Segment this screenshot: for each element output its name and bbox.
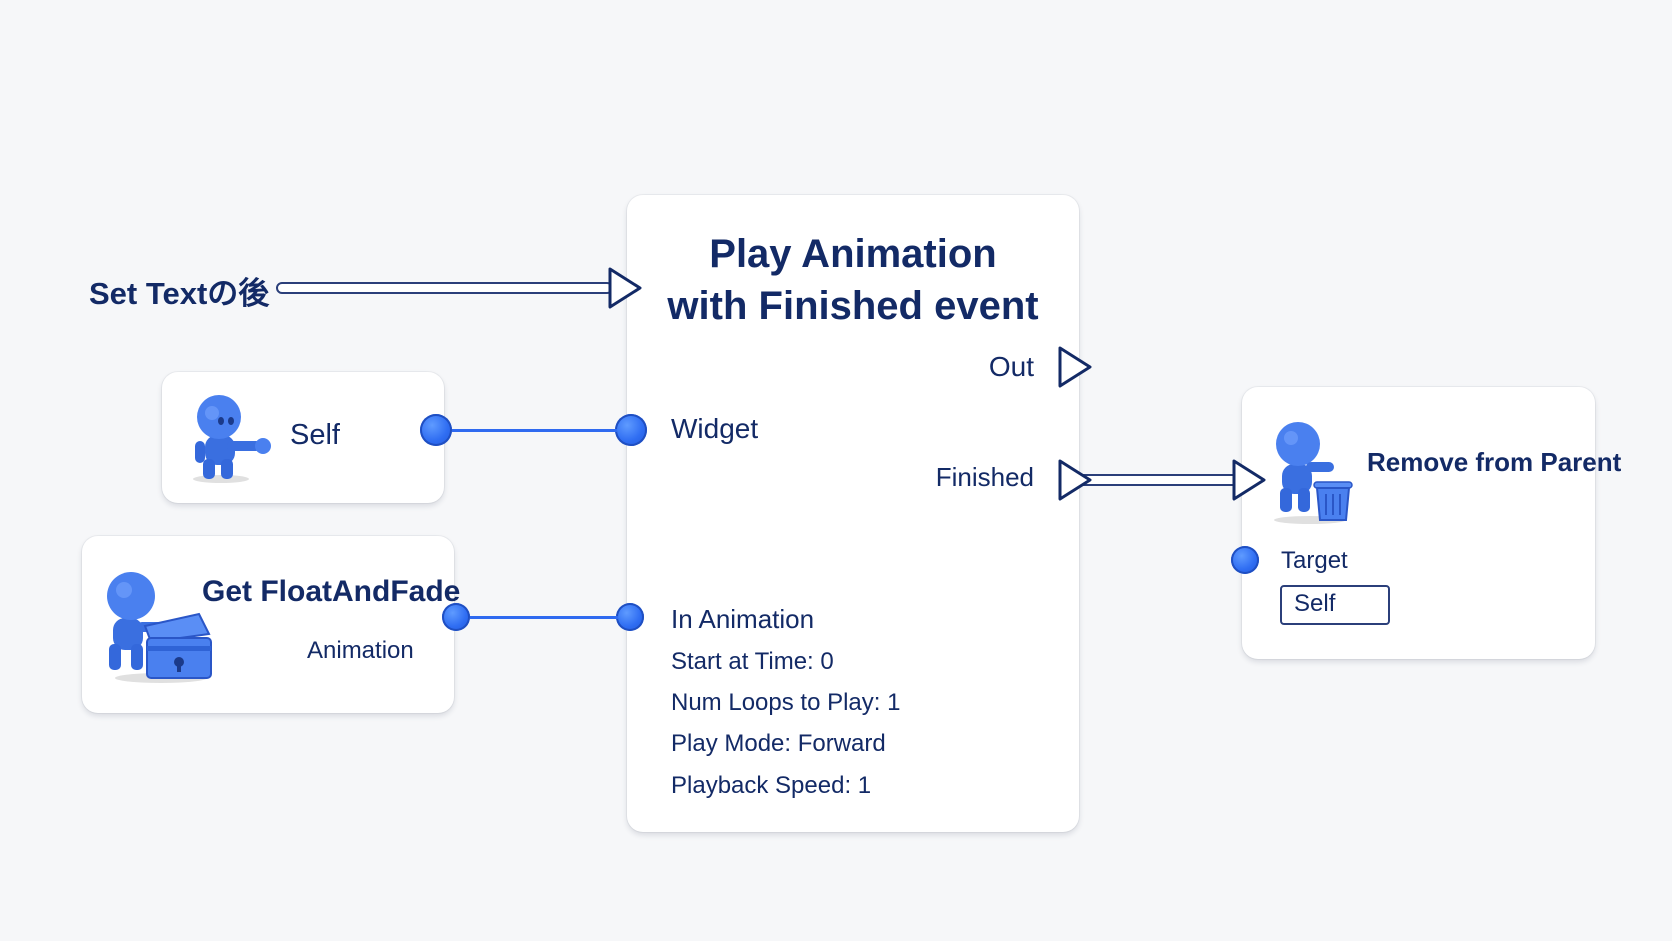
play-animation-node[interactable] (627, 195, 1079, 832)
exec-input-pin[interactable] (608, 266, 644, 310)
character-pointing-icon (193, 395, 271, 483)
remove-exec-input-pin[interactable] (1232, 458, 1268, 502)
target-pin-label: Target (1281, 547, 1348, 574)
get-floatandfade-title: Get FloatAndFade (202, 575, 461, 608)
self-node[interactable] (162, 372, 444, 503)
param-start-time: Start at Time: 0 (671, 648, 834, 675)
in-animation-input-pin[interactable] (616, 603, 644, 631)
self-node-label: Self (290, 419, 340, 451)
widget-input-pin[interactable] (615, 414, 647, 446)
param-play-mode: Play Mode: Forward (671, 730, 886, 757)
animation-output-label: Animation (307, 637, 414, 664)
animation-output-pin[interactable] (442, 603, 470, 631)
widget-pin-label: Widget (671, 413, 759, 444)
character-trash-can-icon (1274, 422, 1353, 524)
wire-animation-to-in-animation (470, 616, 618, 619)
finished-pin-label: Finished (935, 462, 1034, 492)
out-pin-label: Out (988, 351, 1034, 382)
param-playback-speed: Playback Speed: 1 (671, 772, 872, 799)
in-animation-pin-label: In Animation (671, 604, 815, 634)
play-animation-title-line1: Play Animation (709, 232, 997, 276)
remove-from-parent-title: Remove from Parent (1367, 447, 1622, 477)
exec-finished-pin[interactable] (1058, 458, 1094, 502)
wire-self-to-widget (452, 429, 617, 432)
target-input-pin[interactable] (1231, 546, 1259, 574)
exec-out-pin[interactable] (1058, 345, 1094, 389)
param-num-loops: Num Loops to Play: 1 (671, 689, 901, 716)
exec-input-label: Set Textの後 (89, 276, 270, 311)
target-value-field[interactable]: Self (1280, 585, 1390, 625)
self-output-pin[interactable] (420, 414, 452, 446)
play-animation-title-line2: with Finished event (667, 284, 1039, 328)
character-treasure-chest-icon (107, 572, 212, 683)
